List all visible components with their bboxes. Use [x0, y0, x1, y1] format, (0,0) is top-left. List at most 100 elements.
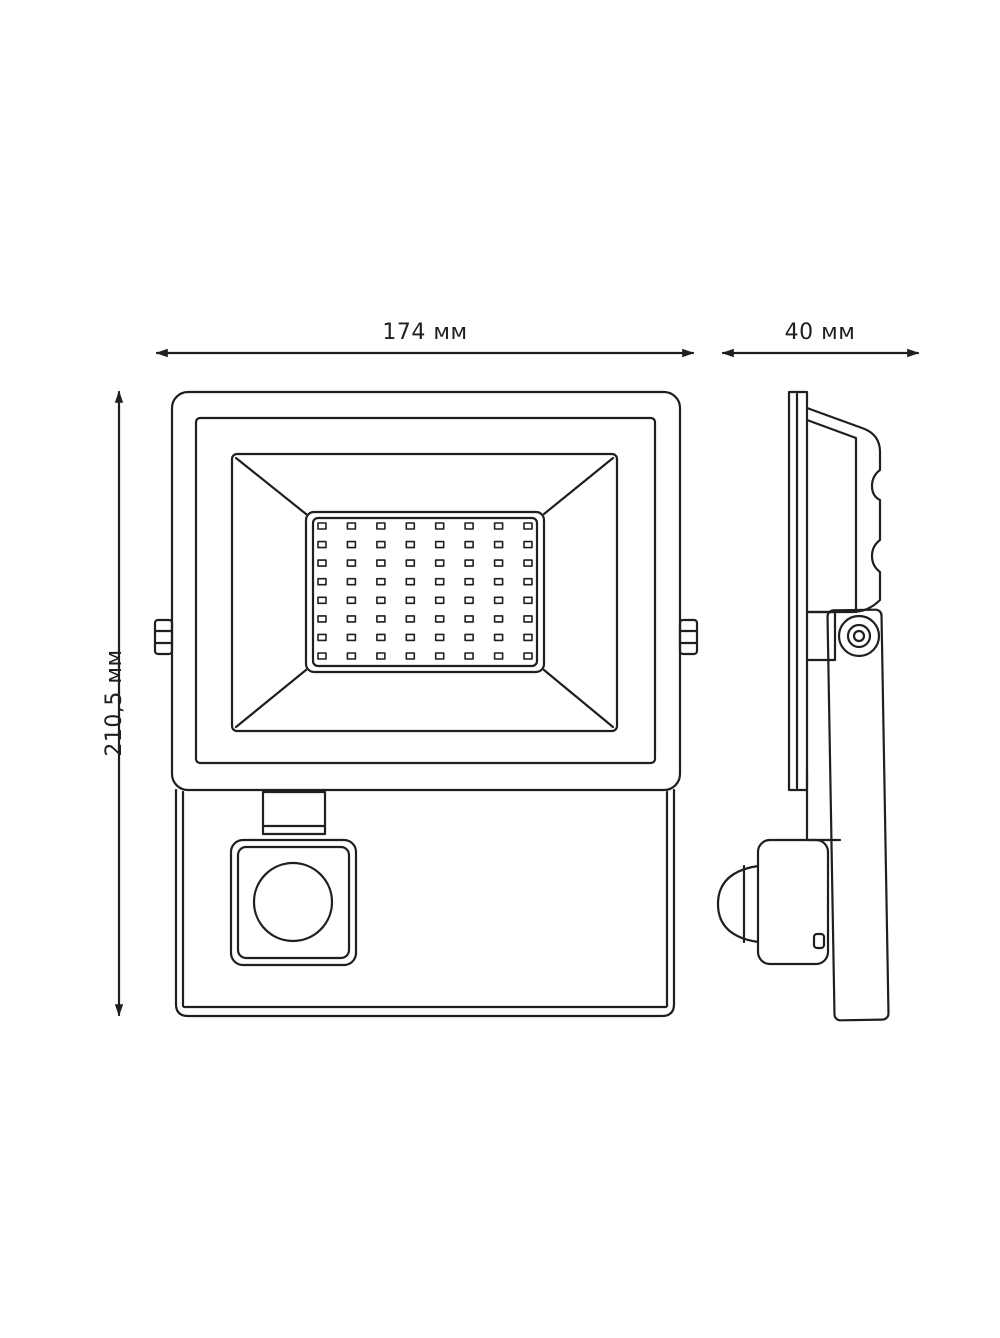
led-chip	[436, 542, 444, 548]
led-chip	[406, 523, 414, 529]
led-chip	[406, 634, 414, 640]
motion-sensor-inner	[238, 847, 349, 958]
side-front-glass	[789, 392, 807, 790]
led-chip	[347, 560, 355, 566]
led-chip	[524, 653, 532, 659]
side-view	[718, 392, 889, 1020]
front-housing-inner	[196, 418, 655, 763]
led-chip	[524, 542, 532, 548]
led-chip	[347, 634, 355, 640]
led-chip	[524, 560, 532, 566]
led-chip	[495, 653, 503, 659]
led-chip	[318, 653, 326, 659]
led-chip	[495, 523, 503, 529]
led-chip	[406, 579, 414, 585]
led-chip	[318, 523, 326, 529]
led-chip	[347, 616, 355, 622]
height-dimension-label: 210,5 мм	[102, 649, 127, 757]
reflector-bevel-tr	[544, 458, 613, 514]
side-pivot-inner	[848, 625, 870, 647]
side-bracket-lower	[807, 770, 840, 840]
side-heatsink	[807, 612, 835, 660]
reflector-frame	[232, 454, 617, 731]
led-chip	[465, 542, 473, 548]
led-chip	[436, 616, 444, 622]
front-view	[155, 392, 697, 1016]
led-chip	[436, 597, 444, 603]
led-panel	[306, 512, 544, 672]
led-chip	[436, 523, 444, 529]
motion-sensor-lens	[254, 863, 332, 941]
led-chip	[406, 542, 414, 548]
led-chip	[495, 560, 503, 566]
led-chip	[524, 579, 532, 585]
led-chip	[436, 579, 444, 585]
led-chip	[465, 579, 473, 585]
side-sensor-dome	[718, 866, 758, 942]
side-rear-housing	[807, 408, 880, 612]
led-chip	[377, 597, 385, 603]
led-chip	[347, 542, 355, 548]
led-chip	[495, 597, 503, 603]
led-chip	[465, 523, 473, 529]
side-sensor-knob	[814, 934, 824, 948]
led-chip	[436, 560, 444, 566]
depth-dimension-label: 40 мм	[784, 320, 856, 345]
led-chip	[377, 523, 385, 529]
led-chip	[347, 579, 355, 585]
led-chip	[406, 597, 414, 603]
left-bolt	[155, 620, 172, 654]
led-chip	[465, 597, 473, 603]
led-chip	[347, 523, 355, 529]
led-chip	[495, 634, 503, 640]
led-chip	[465, 653, 473, 659]
led-chip	[524, 616, 532, 622]
reflector-bevel-bl	[236, 670, 306, 727]
led-chip	[436, 634, 444, 640]
led-chip	[377, 634, 385, 640]
reflector-bevel-br	[544, 670, 613, 727]
led-grid	[318, 523, 532, 659]
led-panel-inner	[313, 518, 537, 666]
led-chip	[377, 653, 385, 659]
right-bolt	[680, 620, 697, 654]
side-rear-housing-inner	[807, 420, 856, 612]
led-chip	[524, 597, 532, 603]
side-pivot-outer	[839, 616, 879, 656]
led-chip	[465, 560, 473, 566]
led-chip	[524, 634, 532, 640]
led-chip	[495, 542, 503, 548]
led-chip	[465, 634, 473, 640]
led-chip	[318, 634, 326, 640]
side-bracket-arm	[827, 610, 888, 1021]
led-chip	[524, 523, 532, 529]
led-chip	[318, 542, 326, 548]
led-chip	[495, 579, 503, 585]
reflector-bevel-tl	[236, 458, 306, 514]
led-chip	[318, 597, 326, 603]
led-chip	[377, 616, 385, 622]
led-chip	[406, 616, 414, 622]
mounting-bracket	[176, 790, 674, 1016]
side-sensor-housing	[758, 840, 828, 964]
led-chip	[436, 653, 444, 659]
sensor-mount-stem	[263, 792, 325, 834]
led-chip	[318, 560, 326, 566]
led-chip	[347, 653, 355, 659]
led-chip	[377, 560, 385, 566]
led-chip	[318, 579, 326, 585]
led-chip	[318, 616, 326, 622]
motion-sensor-housing	[231, 840, 356, 965]
led-chip	[406, 560, 414, 566]
led-chip	[406, 653, 414, 659]
side-pivot-core	[854, 631, 864, 641]
led-chip	[465, 616, 473, 622]
width-dimension-label: 174 мм	[382, 320, 468, 345]
front-housing-outer	[172, 392, 680, 790]
led-chip	[377, 542, 385, 548]
led-chip	[347, 597, 355, 603]
led-chip	[495, 616, 503, 622]
led-chip	[377, 579, 385, 585]
